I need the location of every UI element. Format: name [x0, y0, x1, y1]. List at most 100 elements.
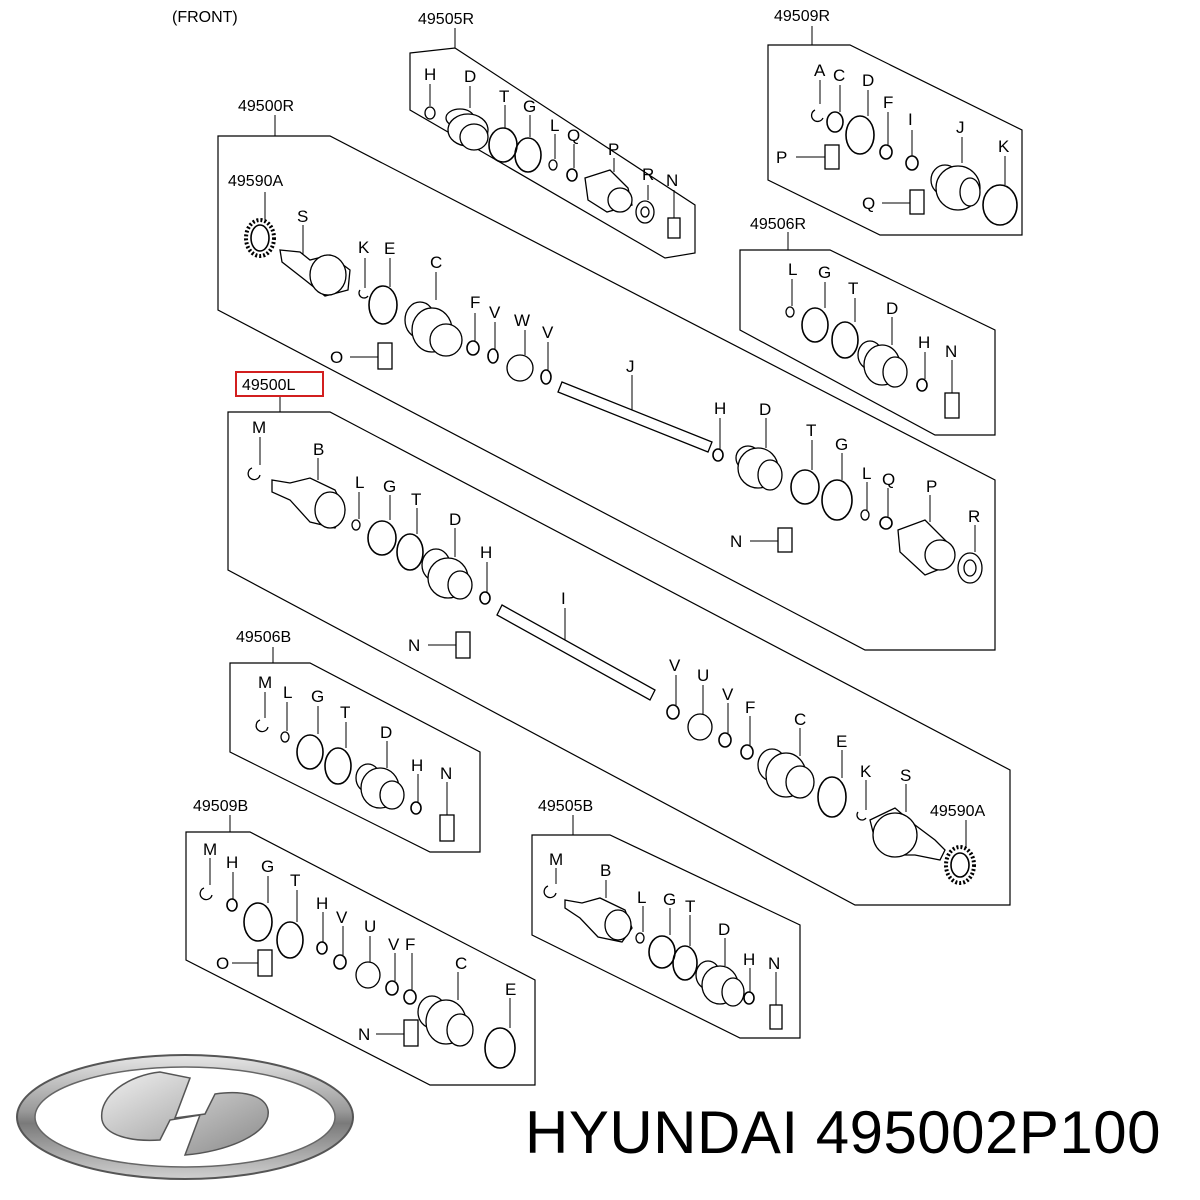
svg-text:G: G	[663, 890, 676, 909]
svg-text:J: J	[626, 357, 635, 376]
group-49500L-parts: M B L G T D H N I V U	[247, 418, 985, 885]
svg-text:D: D	[886, 299, 898, 318]
svg-text:T: T	[806, 421, 816, 440]
hyundai-logo	[16, 1054, 354, 1180]
svg-text:N: N	[768, 954, 780, 973]
svg-text:N: N	[730, 532, 742, 551]
svg-text:N: N	[358, 1025, 370, 1044]
svg-text:E: E	[836, 732, 847, 751]
svg-text:E: E	[505, 980, 516, 999]
brand-part-number: HYUNDAI 495002P100	[525, 1099, 1162, 1166]
svg-text:J: J	[956, 118, 965, 137]
svg-text:V: V	[722, 685, 734, 704]
svg-text:F: F	[470, 293, 480, 312]
svg-text:L: L	[637, 888, 646, 907]
svg-text:T: T	[848, 279, 858, 298]
svg-text:D: D	[464, 67, 476, 86]
group-label-49590A-bottom: 49590A	[930, 803, 985, 820]
svg-text:G: G	[818, 263, 831, 282]
svg-text:G: G	[261, 857, 274, 876]
svg-text:L: L	[862, 464, 871, 483]
svg-text:D: D	[759, 400, 771, 419]
svg-text:T: T	[499, 87, 509, 106]
svg-text:O: O	[216, 954, 229, 973]
frame-49505B	[531, 834, 801, 1039]
group-label-49509B: 49509B	[193, 798, 248, 815]
frame-49506B	[229, 662, 481, 853]
svg-text:C: C	[430, 253, 442, 272]
svg-text:I: I	[908, 110, 913, 129]
svg-text:N: N	[945, 342, 957, 361]
group-label-49506B: 49506B	[236, 629, 291, 646]
group-49509R-parts: A C D F I P J K Q	[776, 61, 1018, 226]
svg-text:H: H	[714, 399, 726, 418]
svg-text:M: M	[549, 850, 563, 869]
svg-text:M: M	[252, 418, 266, 437]
svg-text:H: H	[316, 894, 328, 913]
group-label-49500R: 49500R	[238, 98, 294, 115]
svg-text:F: F	[405, 935, 415, 954]
svg-text:L: L	[355, 473, 364, 492]
svg-text:K: K	[358, 238, 370, 257]
svg-text:B: B	[313, 440, 324, 459]
svg-text:W: W	[514, 311, 530, 330]
svg-text:O: O	[330, 348, 343, 367]
svg-text:E: E	[384, 239, 395, 258]
frame-49500R	[217, 135, 996, 651]
frame-49509R	[767, 44, 1023, 236]
svg-text:N: N	[666, 171, 678, 190]
group-49500R-parts: 49590A S K E C F V W V O	[228, 173, 983, 584]
svg-text:G: G	[383, 477, 396, 496]
svg-text:D: D	[718, 920, 730, 939]
svg-text:M: M	[258, 673, 272, 692]
group-label-49506R: 49506R	[750, 216, 806, 233]
svg-text:S: S	[900, 766, 911, 785]
svg-text:K: K	[998, 137, 1010, 156]
svg-text:F: F	[883, 93, 893, 112]
svg-text:V: V	[388, 935, 400, 954]
svg-text:L: L	[283, 683, 292, 702]
svg-text:R: R	[968, 507, 980, 526]
group-label-49509R: 49509R	[774, 8, 830, 25]
svg-text:C: C	[455, 954, 467, 973]
svg-text:N: N	[408, 636, 420, 655]
group-49506B-parts: M L G T D H N	[255, 673, 455, 842]
group-label-49505B: 49505B	[538, 798, 593, 815]
svg-text:Q: Q	[567, 126, 580, 145]
svg-text:M: M	[203, 840, 217, 859]
svg-text:Q: Q	[882, 470, 895, 489]
svg-text:V: V	[489, 303, 501, 322]
svg-text:D: D	[449, 510, 461, 529]
group-label-49590A-top: 49590A	[228, 173, 283, 190]
group-49505B-parts: M B L G T D H N	[543, 850, 783, 1030]
svg-text:V: V	[542, 323, 554, 342]
front-label: (FRONT)	[172, 9, 238, 26]
svg-text:H: H	[411, 756, 423, 775]
svg-text:V: V	[669, 656, 681, 675]
svg-text:S: S	[297, 207, 308, 226]
svg-text:K: K	[860, 762, 872, 781]
svg-text:G: G	[311, 687, 324, 706]
svg-text:N: N	[440, 764, 452, 783]
frame-49500L	[227, 411, 1011, 906]
svg-text:F: F	[745, 698, 755, 717]
svg-text:C: C	[833, 66, 845, 85]
highlight-box-49500L	[235, 371, 324, 397]
svg-text:T: T	[411, 490, 421, 509]
svg-text:I: I	[561, 589, 566, 608]
svg-text:D: D	[862, 71, 874, 90]
group-49506R-parts: L G T D H N	[785, 260, 960, 419]
frame-49505R	[409, 47, 696, 259]
svg-text:P: P	[608, 140, 619, 159]
group-49505R-parts: H D T G L Q P R N	[424, 65, 681, 239]
svg-text:R: R	[642, 165, 654, 184]
svg-text:P: P	[776, 148, 787, 167]
group-49509B-parts: M H G T H V U V F C E O	[199, 840, 516, 1069]
svg-text:A: A	[814, 61, 826, 80]
frame-49509B	[185, 831, 536, 1086]
svg-text:H: H	[226, 853, 238, 872]
svg-text:L: L	[550, 116, 559, 135]
svg-text:G: G	[523, 97, 536, 116]
svg-text:U: U	[364, 917, 376, 936]
svg-text:Q: Q	[862, 194, 875, 213]
